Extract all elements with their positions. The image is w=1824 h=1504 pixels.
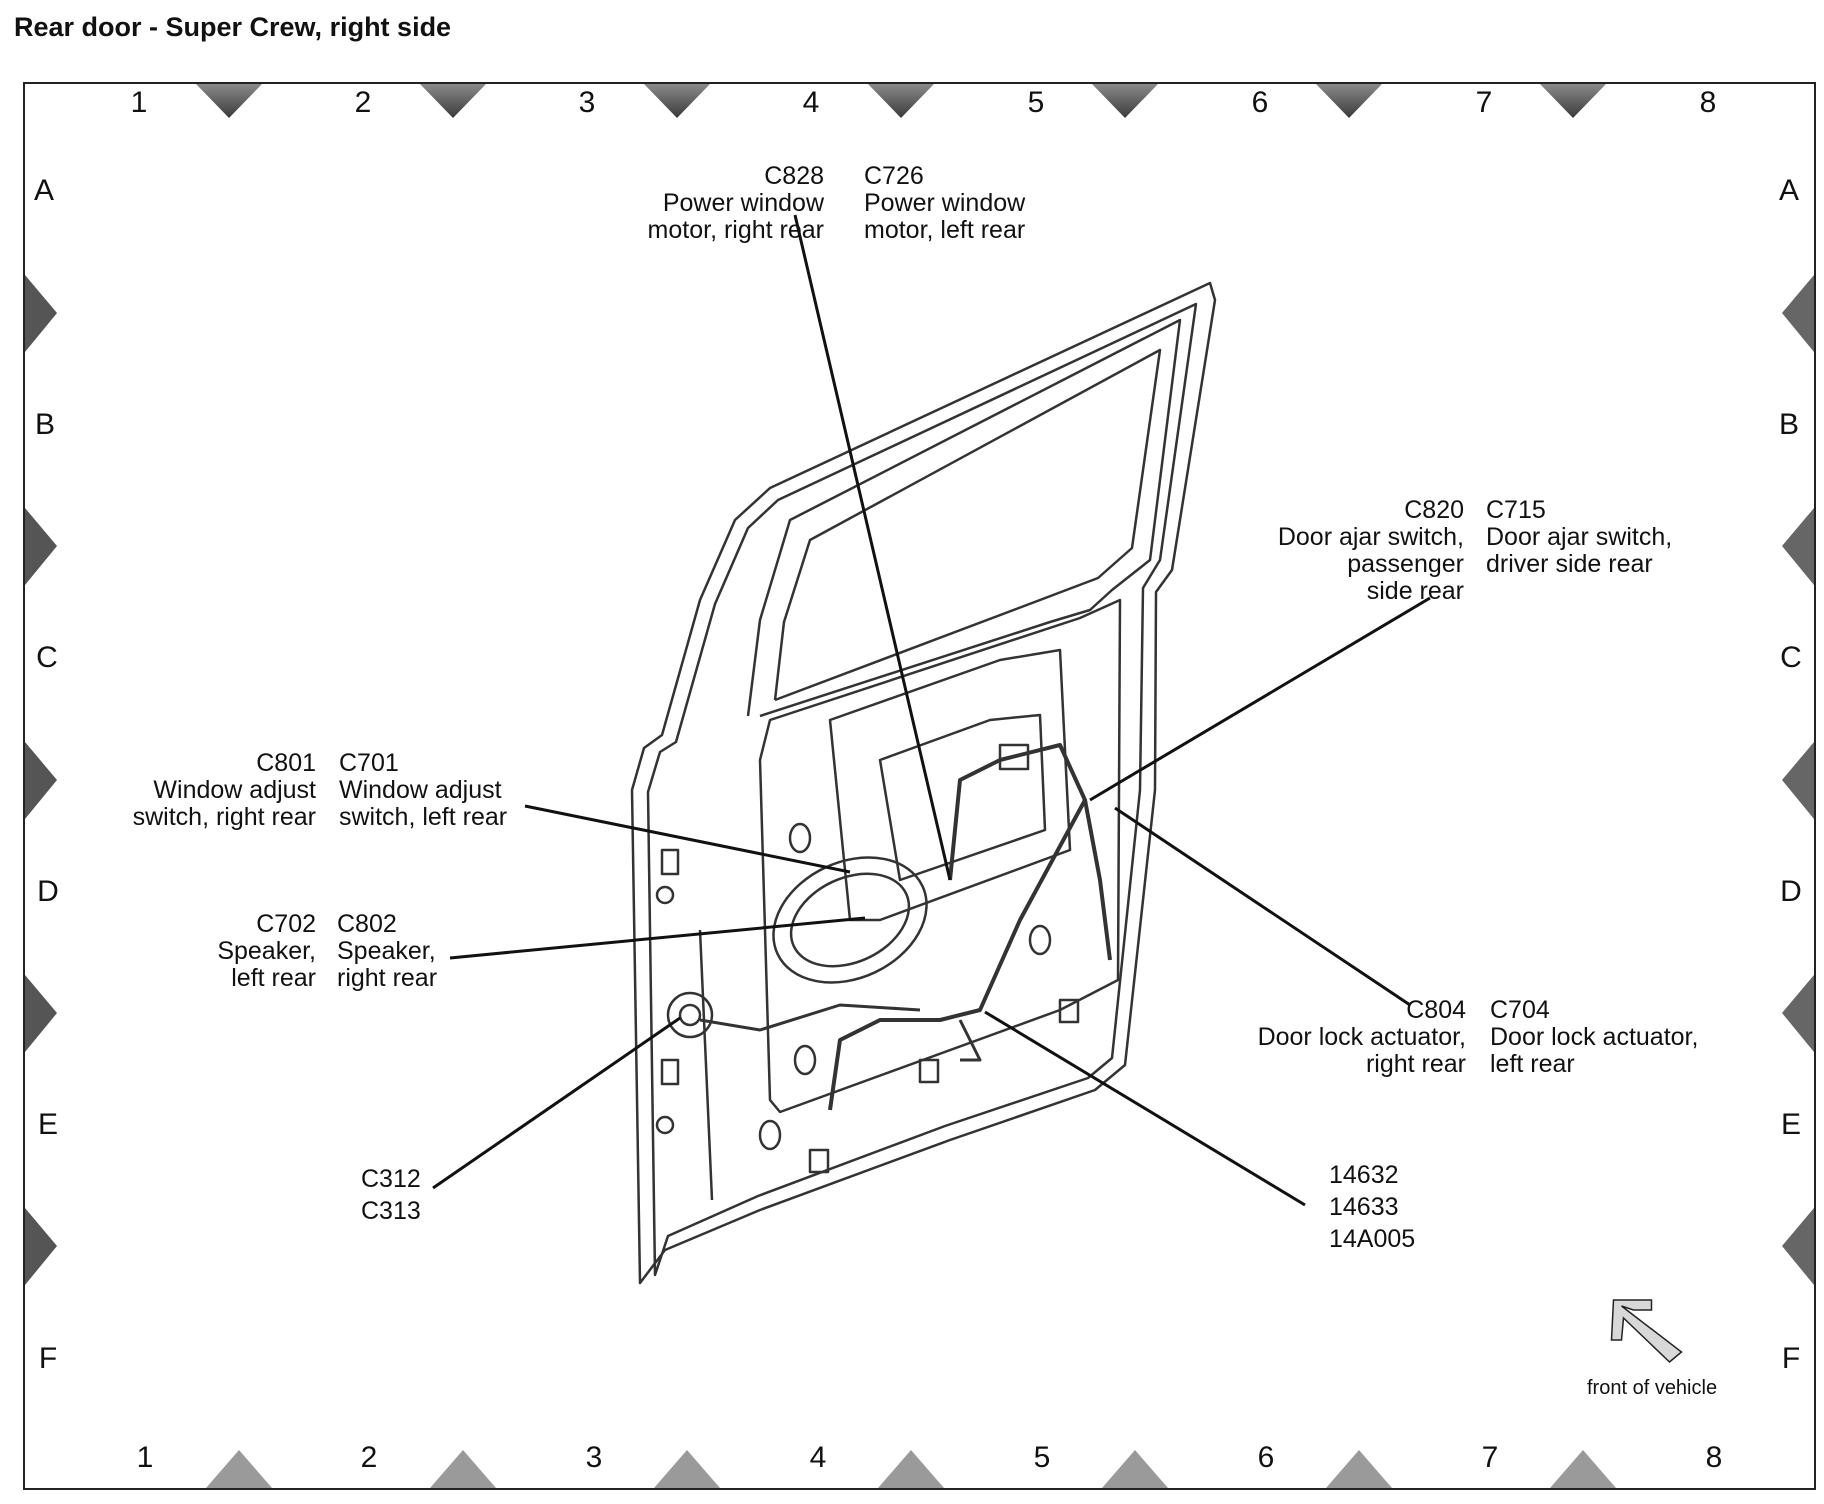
grid-col-5-bottom: 5 xyxy=(1033,1441,1051,1474)
callout-c801-id: C801 xyxy=(256,749,316,777)
callout-c715: C715 Door ajar switch, driver side rear xyxy=(1486,497,1672,578)
callout-c702: C702 Speaker, left rear xyxy=(217,911,316,992)
callout-c828-line2: motor, right rear xyxy=(647,216,824,244)
page-title: Rear door - Super Crew, right side xyxy=(14,12,452,42)
callout-c702-id: C702 xyxy=(256,910,316,938)
callout-c804-line1: Door lock actuator, xyxy=(1257,1023,1466,1051)
grid-col-3-top: 3 xyxy=(578,86,596,119)
callout-harness-14633: 14633 xyxy=(1329,1193,1399,1221)
front-of-vehicle-label: front of vehicle xyxy=(1587,1377,1718,1399)
callout-c715-line1: Door ajar switch, xyxy=(1486,523,1673,551)
callout-c704-line2: left rear xyxy=(1490,1050,1575,1078)
callout-c801-line2: switch, right rear xyxy=(132,803,316,831)
callout-c704-line1: Door lock actuator, xyxy=(1490,1023,1699,1051)
grid-col-6-top: 6 xyxy=(1251,86,1269,119)
callout-c702-line2: left rear xyxy=(231,964,316,992)
callout-c701-line1: Window adjust xyxy=(339,776,502,804)
grid-col-7-bottom: 7 xyxy=(1481,1441,1499,1474)
callout-c820: C820 Door ajar switch, passenger side re… xyxy=(1278,497,1464,605)
diagram-frame xyxy=(23,82,1816,1490)
callout-c820-line2: passenger xyxy=(1347,550,1464,578)
grid-col-4-bottom: 4 xyxy=(809,1441,827,1474)
callout-c802-line1: Speaker, xyxy=(337,937,436,965)
grid-col-7-top: 7 xyxy=(1475,86,1493,119)
callout-c726-line1: Power window xyxy=(864,189,1026,217)
grid-col-3-bottom: 3 xyxy=(585,1441,603,1474)
callout-c726-line2: motor, left rear xyxy=(864,216,1026,244)
callout-c704: C704 Door lock actuator, left rear xyxy=(1490,997,1698,1078)
grid-row-a-right: A xyxy=(1778,174,1799,207)
callout-c828-id: C828 xyxy=(764,162,824,190)
grid-col-8-bottom: 8 xyxy=(1705,1441,1723,1474)
callout-c701-id: C701 xyxy=(339,749,399,777)
grid-col-4-top: 4 xyxy=(802,86,820,119)
grid-col-5-top: 5 xyxy=(1027,86,1045,119)
grid-row-b-left: B xyxy=(34,408,55,441)
callout-c313: C313 xyxy=(361,1197,421,1225)
arrow-down-left-icon xyxy=(1610,1299,1683,1364)
callout-c701: C701 Window adjust switch, left rear xyxy=(339,750,507,831)
grid-col-2-bottom: 2 xyxy=(360,1441,378,1474)
callout-c802: C802 Speaker, right rear xyxy=(337,911,437,992)
leader-lines xyxy=(432,214,1431,1207)
callout-c704-id: C704 xyxy=(1490,996,1550,1024)
grid-markers-right xyxy=(1782,275,1814,1285)
grid-row-e-right: E xyxy=(1780,1108,1801,1141)
callout-c801: C801 Window adjust switch, right rear xyxy=(133,750,316,831)
grid-row-f-right: F xyxy=(1781,1342,1801,1375)
callout-harness-14632: 14632 xyxy=(1329,1161,1399,1189)
grid-markers-left xyxy=(25,275,57,1285)
grid-row-d-right: D xyxy=(1780,875,1802,908)
callout-c801-line1: Window adjust xyxy=(153,776,316,804)
callout-c715-id: C715 xyxy=(1486,496,1546,524)
callout-c804: C804 Door lock actuator, right rear xyxy=(1258,997,1466,1078)
grid-markers-bottom xyxy=(206,1450,1616,1488)
grid-col-1-top: 1 xyxy=(130,86,148,119)
grid-col-6-bottom: 6 xyxy=(1257,1441,1275,1474)
door-illustration xyxy=(630,281,1217,1285)
callout-c702-line1: Speaker, xyxy=(217,937,316,965)
callout-c828: C828 Power window motor, right rear xyxy=(648,163,824,244)
callout-c701-line2: switch, left rear xyxy=(339,803,508,831)
callout-c820-id: C820 xyxy=(1404,496,1464,524)
grid-row-b-right: B xyxy=(1778,408,1799,441)
grid-row-c-right: C xyxy=(1780,641,1802,674)
callout-c802-id: C802 xyxy=(337,910,397,938)
grid-col-1-bottom: 1 xyxy=(136,1441,154,1474)
callout-c726-id: C726 xyxy=(864,162,924,190)
callout-c804-line2: right rear xyxy=(1365,1050,1466,1078)
callout-c820-line1: Door ajar switch, xyxy=(1277,523,1464,551)
grid-row-d-left: D xyxy=(37,875,59,908)
grid-row-e-left: E xyxy=(37,1108,58,1141)
grid-col-2-top: 2 xyxy=(354,86,372,119)
grid-row-f-left: F xyxy=(38,1342,58,1375)
grid-row-c-left: C xyxy=(36,641,58,674)
callout-c715-line2: driver side rear xyxy=(1486,550,1653,578)
callout-c312-c313: C312 C313 xyxy=(361,1163,421,1227)
callout-c726: C726 Power window motor, left rear xyxy=(864,163,1025,244)
callout-c802-line2: right rear xyxy=(337,964,438,992)
callout-c804-id: C804 xyxy=(1406,996,1466,1024)
callout-c828-line1: Power window xyxy=(662,189,824,217)
grid-col-8-top: 8 xyxy=(1699,86,1717,119)
callout-harness: 14632 14633 14A005 xyxy=(1329,1159,1415,1255)
callout-c820-line3: side rear xyxy=(1366,577,1464,605)
grid-row-a-left: A xyxy=(33,174,54,207)
grid-markers-top xyxy=(196,84,1606,118)
callout-c312: C312 xyxy=(361,1165,421,1193)
callout-harness-14a005: 14A005 xyxy=(1329,1225,1416,1253)
